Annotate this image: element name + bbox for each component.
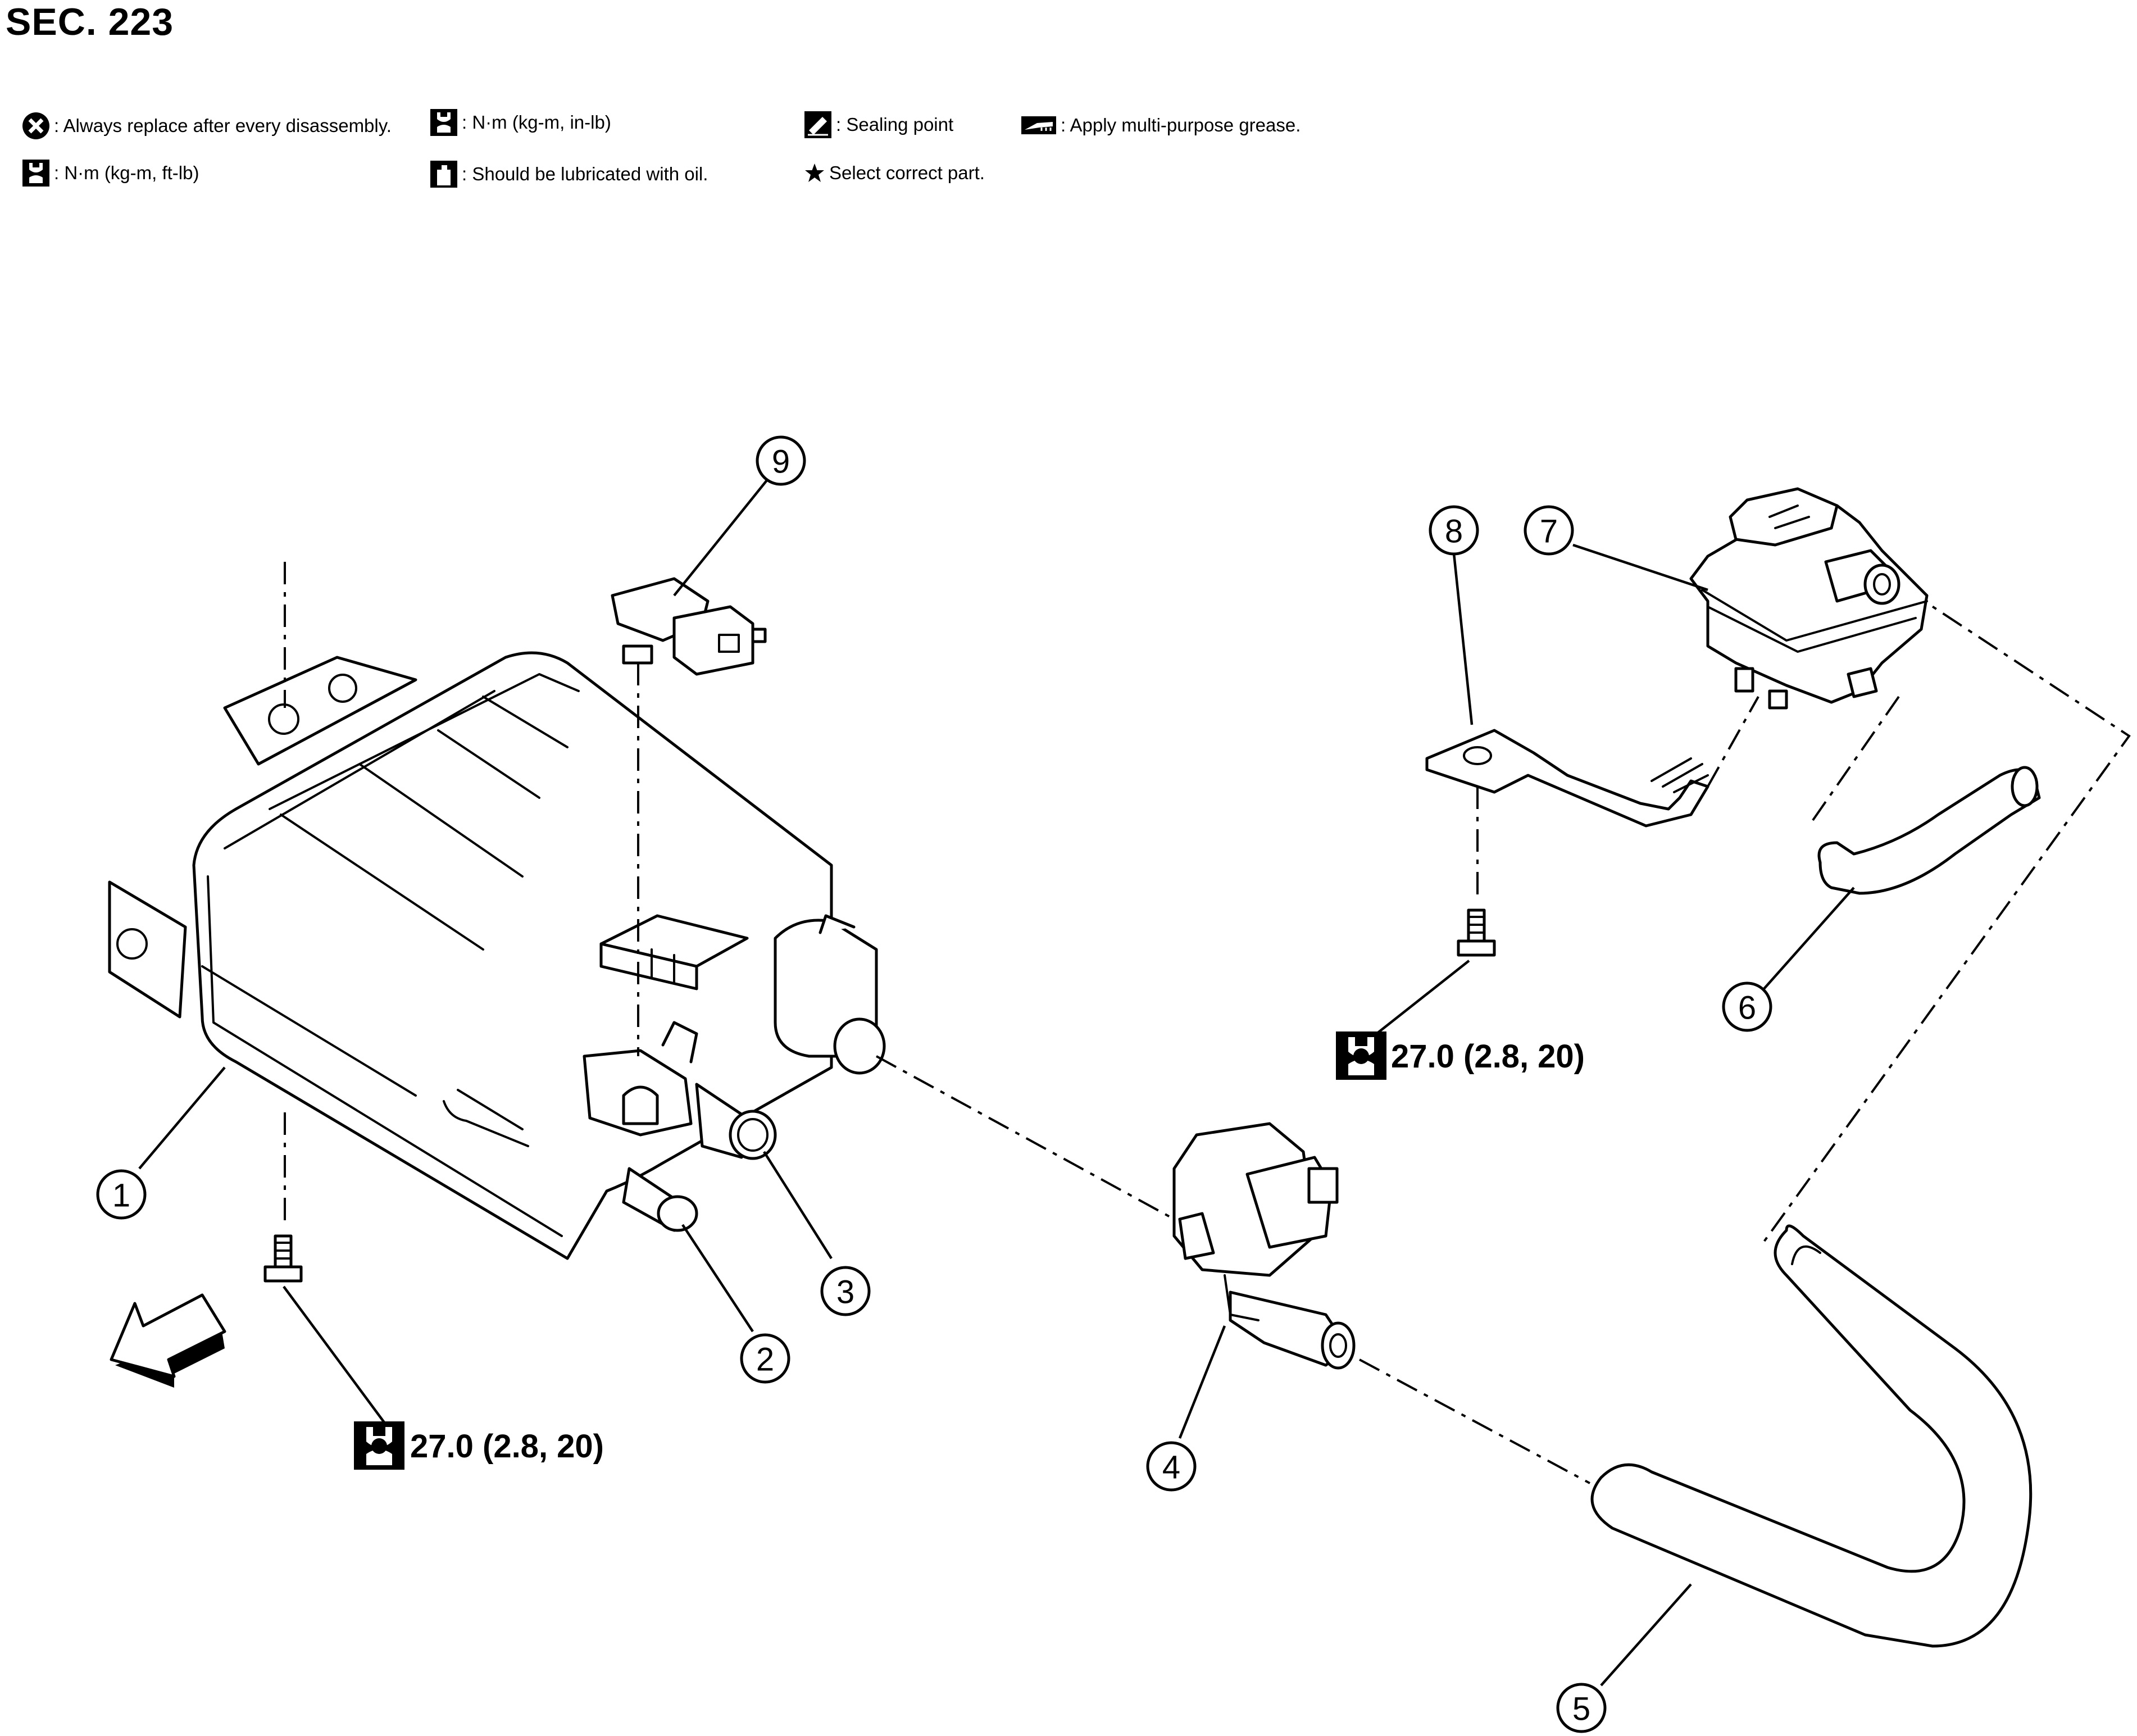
purge-hose <box>1590 1224 2033 1648</box>
legend-select-part-text: Select correct part. <box>829 162 985 183</box>
valve-to-hose-line <box>1359 1358 1590 1484</box>
torque-wrench-icon <box>1336 1031 1386 1080</box>
evap-canister <box>108 651 886 1260</box>
leader-2 <box>681 1224 754 1333</box>
leader-9 <box>673 479 768 597</box>
leader-bracket-bolt <box>1361 960 1470 1046</box>
pressure-sensor <box>611 577 767 676</box>
legend-torque-in-lb: : N·m (kg-m, in-lb) <box>429 108 611 137</box>
callout-6-label: 6 <box>1738 990 1756 1026</box>
leader-7 <box>1572 543 1708 592</box>
legend-torque-in-lb-text: : N·m (kg-m, in-lb) <box>462 112 611 133</box>
torque-value-canister: 27.0 (2.8, 20) <box>410 1428 604 1465</box>
callout-1-label: 1 <box>112 1178 130 1214</box>
replace-x-icon <box>22 112 49 139</box>
callout-5-label: 5 <box>1572 1691 1590 1728</box>
legend-replace-text: : Always replace after every disassembly… <box>54 115 392 136</box>
grease-icon <box>1021 116 1056 134</box>
torque-wrench-icon <box>430 109 457 136</box>
bracket-to-valve-line <box>1707 696 1759 787</box>
torque-canister-bolt: 27.0 (2.8, 20) <box>354 1421 604 1470</box>
leader-6 <box>1763 887 1855 990</box>
callout-7-label: 7 <box>1540 513 1558 550</box>
legend-sealing-point-text: : Sealing point <box>836 114 954 135</box>
torque-value-bracket: 27.0 (2.8, 20) <box>1391 1038 1585 1075</box>
torque-wrench-icon <box>22 160 49 187</box>
callout-6: 6 <box>1722 981 1772 1032</box>
section-title: SEC. 223 <box>6 1 174 43</box>
vent-hose <box>1817 766 2041 895</box>
front-arrow-icon <box>110 1293 226 1388</box>
callout-7: 7 <box>1524 505 1574 556</box>
callout-5: 5 <box>1556 1683 1607 1733</box>
callout-4: 4 <box>1146 1441 1197 1492</box>
callout-2-label: 2 <box>756 1342 774 1378</box>
legend-replace: : Always replace after every disassembly… <box>21 111 392 140</box>
legend-select-part: Select correct part. <box>803 162 985 184</box>
leader-canister-bolt <box>283 1285 389 1428</box>
oil-can-icon <box>430 161 457 188</box>
vent-valve-to-hose6-line <box>1808 696 1900 827</box>
canister-bolt <box>263 1234 303 1283</box>
legend-torque-ft-lb-text: : N·m (kg-m, ft-lb) <box>54 162 199 183</box>
star-icon <box>805 163 824 182</box>
callout-9: 9 <box>756 435 806 486</box>
leader-8 <box>1452 553 1474 725</box>
canister-to-valve-line <box>876 1055 1175 1220</box>
leader-3 <box>763 1151 833 1260</box>
sealing-point-icon <box>804 111 831 138</box>
leader-1 <box>138 1066 226 1170</box>
leader-4 <box>1178 1325 1226 1439</box>
callout-3: 3 <box>820 1266 871 1316</box>
legend-lubricate-oil-text: : Should be lubricated with oil. <box>462 163 708 184</box>
callout-4-label: 4 <box>1162 1449 1180 1486</box>
callout-1: 1 <box>96 1169 147 1220</box>
callout-9-label: 9 <box>772 444 790 480</box>
purge-valve <box>1172 1122 1356 1370</box>
callout-8-label: 8 <box>1445 513 1463 550</box>
torque-bracket-bolt: 27.0 (2.8, 20) <box>1336 1031 1585 1080</box>
bracket-bolt <box>1457 908 1496 957</box>
callout-3-label: 3 <box>836 1274 854 1311</box>
mounting-bracket <box>1425 729 1709 828</box>
legend-torque-ft-lb: : N·m (kg-m, ft-lb) <box>21 158 199 188</box>
legend-lubricate-oil: : Should be lubricated with oil. <box>429 160 708 189</box>
legend-sealing-point: : Sealing point <box>803 110 953 139</box>
callout-2: 2 <box>740 1333 790 1384</box>
callout-8: 8 <box>1429 505 1479 556</box>
torque-wrench-icon <box>354 1421 404 1470</box>
legend-grease: : Apply multi-purpose grease. <box>1020 115 1301 136</box>
vent-control-valve <box>1689 487 1929 710</box>
leader-5 <box>1600 1583 1692 1687</box>
legend-grease-text: : Apply multi-purpose grease. <box>1061 115 1301 135</box>
vent-to-hose-line <box>1763 589 2131 1243</box>
